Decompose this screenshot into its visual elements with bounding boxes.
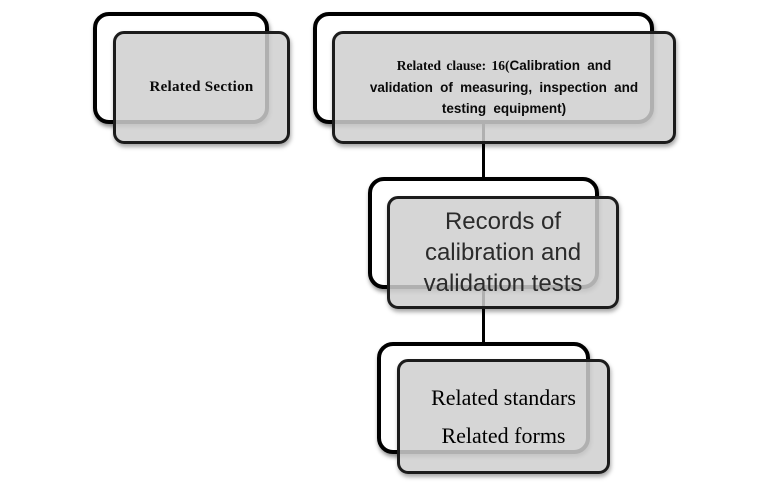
records-line-1: Records of xyxy=(444,208,562,235)
connector-records-to-standards xyxy=(482,286,485,344)
standards-card: Related standars Related forms xyxy=(397,359,610,474)
records-card: Records of calibration and validation te… xyxy=(387,196,619,309)
related-clause-label: Related clause: 16(Calibration and valid… xyxy=(370,55,638,120)
related-section-label: Related Section xyxy=(149,79,254,95)
related-section-card: Related Section xyxy=(113,31,290,144)
related-clause-line-1: Related clause: 16(Calibration and xyxy=(370,55,638,77)
records-label: Records of calibration and validation te… xyxy=(424,206,583,299)
standards-line-2: Related forms xyxy=(441,422,566,448)
records-line-2: calibration and xyxy=(424,239,582,266)
standards-line-1: Related standars xyxy=(431,384,576,410)
connector-clause-to-records xyxy=(482,121,485,179)
related-clause-line-2: validation of measuring, inspection and xyxy=(369,79,639,95)
related-clause-card: Related clause: 16(Calibration and valid… xyxy=(332,31,676,144)
records-line-3: validation tests xyxy=(423,270,583,297)
related-clause-line-3: testing equipment) xyxy=(441,101,567,117)
related-clause-serif-segment: Related clause: 16( xyxy=(396,58,510,74)
standards-label: Related standars Related forms xyxy=(431,379,576,455)
related-clause-sans-segment: Calibration and xyxy=(509,58,612,74)
